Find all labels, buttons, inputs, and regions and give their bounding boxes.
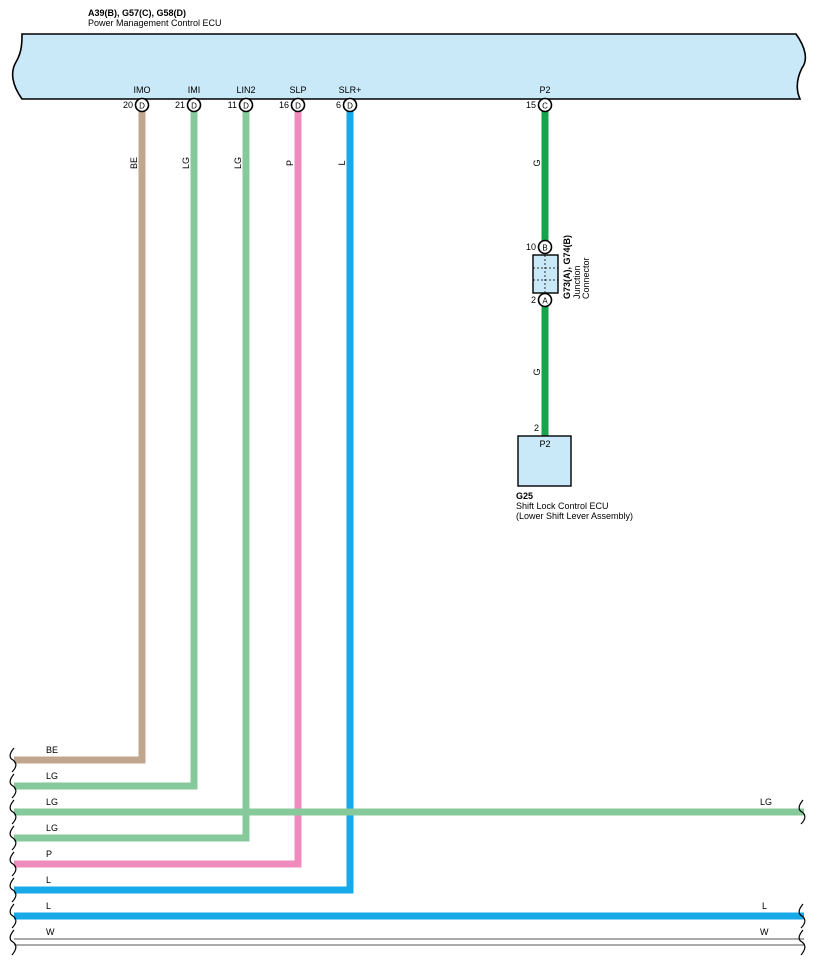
connector-slr: D (342, 97, 358, 113)
connector-letter: D (347, 102, 353, 111)
wire-code-junction-lower: G (532, 368, 542, 375)
connector-letter: D (139, 102, 145, 111)
wire-code-slr: L (337, 160, 347, 165)
connector-letter: C (542, 102, 548, 111)
pin-label-slp: SLP (289, 85, 306, 95)
pin-number-p2: 15 (526, 100, 536, 110)
connector-lin2: D (238, 97, 254, 113)
shift-ecu-pin-label: P2 (539, 439, 550, 449)
junction-connector-label: G73(A), G74(B) (562, 235, 572, 299)
junction-connector-top: B (537, 239, 553, 255)
connector-letter: A (542, 297, 548, 306)
bottom-wire-label-p: P (46, 849, 52, 859)
pin-number-imo: 20 (123, 100, 133, 110)
right-break-marks (798, 799, 806, 956)
connector-letter: D (191, 102, 197, 111)
pin-label-imo: IMO (134, 85, 151, 95)
connector-slp: D (290, 97, 306, 113)
bottom-wire-label-lg1: LG (46, 771, 58, 781)
wire-code-imi: LG (181, 157, 191, 169)
junction-connector-bottom: A (537, 292, 553, 308)
bottom-wire-label-l2: L (46, 901, 51, 911)
shift-lock-ecu-box (517, 435, 572, 487)
bottom-wire-right-label-w: W (760, 927, 769, 937)
pin-label-lin2: LIN2 (236, 85, 255, 95)
shift-ecu-pin-number: 2 (534, 423, 539, 433)
pin-label-p2: P2 (539, 85, 550, 95)
shift-ecu-code: G25 (516, 491, 533, 501)
connector-letter: D (295, 102, 301, 111)
wire-code-imo: BE (129, 157, 139, 169)
junction-bottom-pin-number: 2 (531, 295, 536, 305)
wire-code-lin2: LG (233, 157, 243, 169)
bottom-wire-right-label-lg2: LG (760, 797, 772, 807)
bottom-wire-label-be: BE (46, 745, 58, 755)
pin-label-imi: IMI (188, 85, 201, 95)
pin-number-slp: 16 (279, 100, 289, 110)
ecu-name-label: Power Management Control ECU (88, 18, 222, 28)
bottom-wire-label-lg2: LG (46, 797, 58, 807)
pin-label-slr: SLR+ (339, 85, 362, 95)
shift-ecu-sub: (Lower Shift Lever Assembly) (516, 511, 633, 521)
connector-letter: D (243, 102, 249, 111)
bottom-wire-right-label-l2: L (762, 901, 767, 911)
connector-letter: B (542, 244, 547, 253)
connector-imi: D (186, 97, 202, 113)
connector-imo: D (134, 97, 150, 113)
pin-number-slr: 6 (336, 100, 341, 110)
junction-type-line2: Connector (581, 257, 591, 299)
bottom-wire-label-l1: L (46, 875, 51, 885)
bottom-wire-label-w: W (46, 927, 55, 937)
wire-code-slp: P (285, 160, 295, 166)
wire-code-p2: G (532, 159, 542, 166)
bottom-wire-w (14, 938, 804, 946)
power-management-ecu-box (11, 33, 807, 100)
connector-p2: C (537, 97, 553, 113)
left-break-marks (9, 747, 17, 956)
junction-type-line1: Junction (572, 265, 582, 299)
junction-top-pin-number: 10 (526, 242, 536, 252)
pin-number-imi: 21 (175, 100, 185, 110)
pin-number-lin2: 11 (228, 100, 237, 110)
bottom-wire-label-lg3: LG (46, 823, 58, 833)
junction-connector (532, 254, 559, 294)
shift-ecu-name: Shift Lock Control ECU (516, 501, 609, 511)
ecu-connectors-label: A39(B), G57(C), G58(D) (88, 8, 186, 18)
